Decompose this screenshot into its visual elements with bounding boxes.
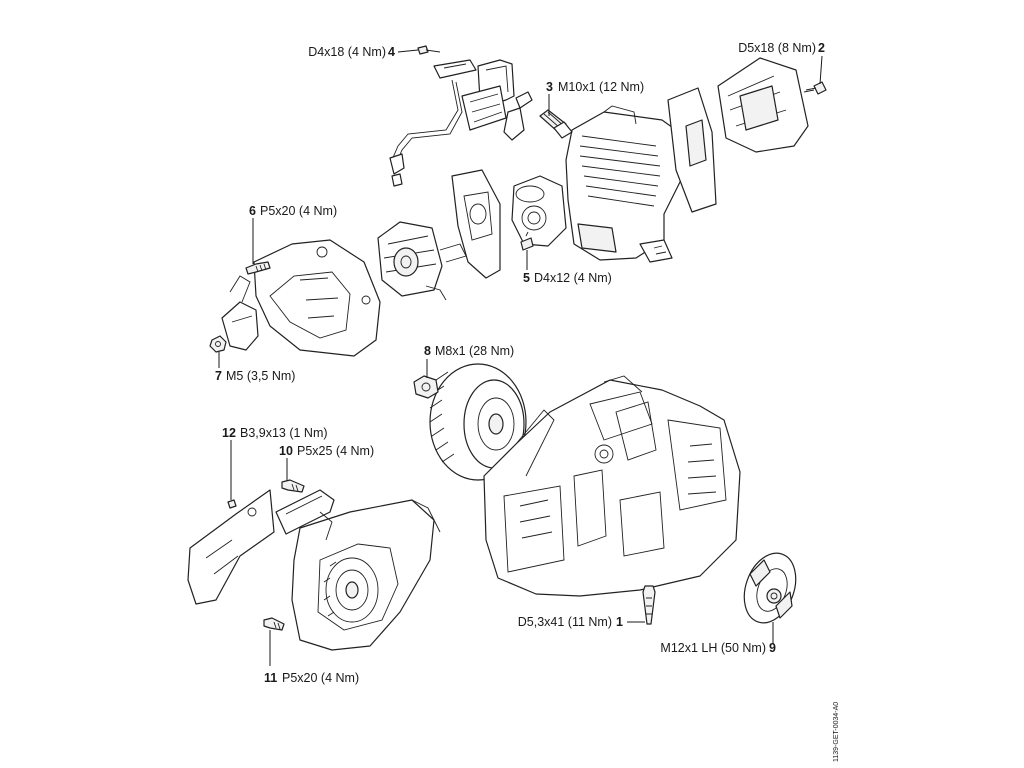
callout-2-spec: D5x18 (8 Nm)	[738, 41, 816, 55]
fan-housing-cover	[291, 499, 441, 651]
screw-12	[227, 499, 237, 509]
callout-3-number: 3	[546, 80, 553, 94]
screw-2	[803, 81, 827, 95]
callout-10-number: 10	[279, 444, 293, 458]
screw-11	[263, 617, 285, 631]
callout-6-number: 6	[249, 204, 256, 218]
figure-code: 1139-GET-0034-A0	[833, 702, 840, 762]
callout-4-number: 4	[388, 45, 395, 59]
starter-grip	[275, 489, 335, 541]
leader-lines	[218, 49, 823, 666]
carburetor	[377, 221, 467, 301]
callout-10-spec: P5x25 (4 Nm)	[297, 444, 374, 458]
callout-9-number: 9	[769, 641, 776, 655]
air-guide-shroud	[253, 239, 381, 357]
nut-7	[209, 335, 227, 353]
callout-8-spec: M8x1 (28 Nm)	[435, 344, 514, 358]
callout-1-number: 1	[616, 615, 623, 629]
choke-lever	[221, 275, 259, 351]
callout-1-spec: D5,3x41 (11 Nm)	[518, 615, 612, 629]
engine-housing	[483, 375, 741, 597]
carburetor-mount-plate	[451, 169, 501, 279]
callout-9-spec: M12x1 LH (50 Nm)	[660, 641, 766, 655]
nut-8	[413, 375, 439, 399]
screw-5	[520, 231, 534, 251]
callout-11-spec: P5x20 (4 Nm)	[282, 671, 359, 685]
callout-2-number: 2	[818, 41, 825, 55]
callout-4-spec: D4x18 (4 Nm)	[308, 45, 386, 59]
flywheel	[429, 363, 527, 481]
callout-12-spec: B3,9x13 (1 Nm)	[240, 426, 328, 440]
callout-5-spec: D4x12 (4 Nm)	[534, 271, 612, 285]
intake-manifold	[511, 175, 567, 247]
callout-7-number: 7	[215, 369, 222, 383]
callout-12-number: 12	[222, 426, 236, 440]
muffler-assembly	[667, 57, 809, 213]
clutch	[743, 552, 797, 624]
callout-6-spec: P5x20 (4 Nm)	[260, 204, 337, 218]
screw-6	[245, 261, 271, 275]
ignition-module-assembly	[389, 59, 533, 187]
shroud-plate	[187, 489, 275, 605]
callout-3-spec: M10x1 (12 Nm)	[558, 80, 644, 94]
callout-7-spec: M5 (3,5 Nm)	[226, 369, 295, 383]
screw-4	[417, 45, 441, 55]
screw-1	[642, 585, 656, 625]
callout-8-number: 8	[424, 344, 431, 358]
callout-11-number: 11	[264, 671, 277, 685]
screw-10	[281, 479, 305, 493]
callout-5-number: 5	[523, 271, 530, 285]
spark-plug	[539, 109, 573, 139]
cylinder	[565, 105, 691, 263]
